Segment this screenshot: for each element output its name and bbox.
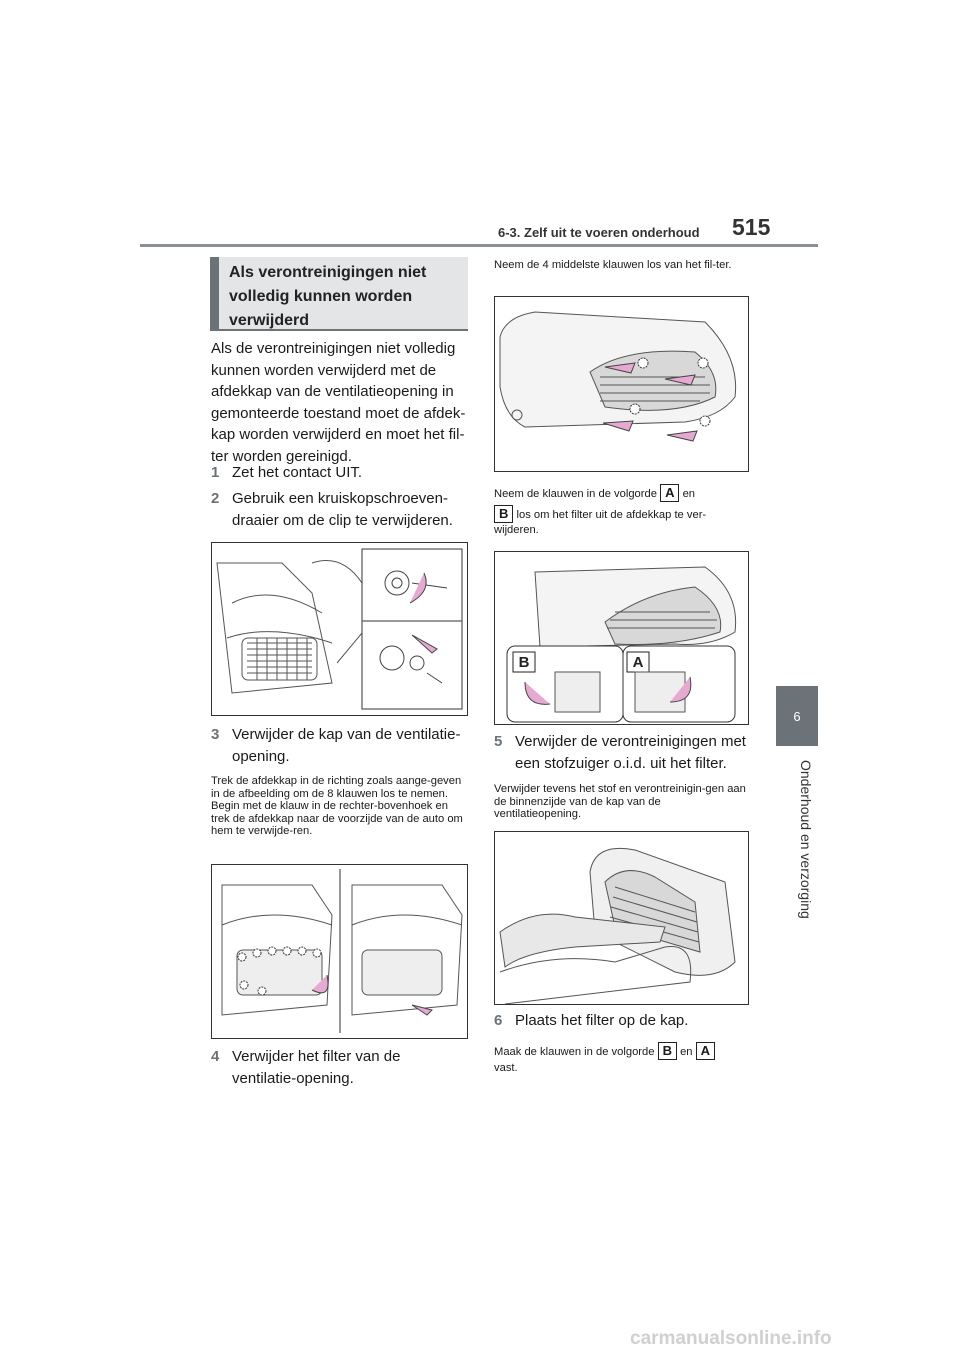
filter-removal-illustration: B A	[506, 566, 737, 723]
step-number: 5	[494, 733, 503, 750]
note-text: Maak de klauwen in de volgorde	[494, 1046, 655, 1058]
header-rule	[140, 244, 818, 247]
clip-removal-illustration	[216, 548, 463, 710]
intro-paragraph: Als de verontreinigingen niet volledig k…	[211, 340, 466, 465]
note-claw-order: Neem de klauwen in de volgorde A en	[494, 484, 750, 502]
label-b: B	[657, 1042, 677, 1060]
step-text: Verwijder de kap van de ventilatie-openi…	[232, 726, 461, 765]
label-b: B	[519, 654, 530, 671]
step-text: Gebruik een kruiskopschroeven-draaier om…	[232, 490, 453, 529]
label-a: A	[633, 654, 644, 671]
figure-vacuum-filter	[494, 831, 749, 1005]
vacuum-filter-illustration	[499, 847, 736, 1005]
step-6: 6 Plaats het filter op de kap.	[494, 1010, 750, 1034]
section-heading: Als verontreinigingen niet volledig kunn…	[210, 257, 468, 329]
step-number: 4	[211, 1048, 220, 1065]
label-a: A	[660, 484, 680, 502]
step-4: 4 Verwijder het filter van de ventilatie…	[211, 1046, 469, 1092]
step-text: Zet het contact UIT.	[232, 464, 363, 481]
label-a: A	[695, 1042, 716, 1060]
note-refit-order: Maak de klauwen in de volgorde B en A	[494, 1042, 750, 1060]
step-text: Plaats het filter op de kap.	[515, 1012, 689, 1029]
section-title: 6-3. Zelf uit te voeren onderhoud	[498, 225, 700, 240]
step-number: 3	[211, 726, 220, 743]
chapter-title: Onderhoud en verzorging	[798, 760, 814, 919]
step-text: Verwijder het filter van de ventilatie-o…	[232, 1048, 401, 1087]
page-number: 515	[732, 214, 771, 240]
chapter-tab: 6	[776, 686, 818, 746]
step-number: 1	[211, 464, 220, 481]
watermark: carmanualsonline.info	[630, 1328, 832, 1349]
note-refit-order-end: vast.	[494, 1062, 518, 1074]
step-3-note: Trek de afdekkap in de richting zoals aa…	[211, 775, 463, 837]
note-text: los om het filter uit de afdekkap te ver…	[494, 509, 707, 536]
step-3: 3 Verwijder de kap van de ventilatie-ope…	[211, 724, 469, 770]
note-text: en	[680, 1046, 693, 1058]
label-b: B	[494, 505, 514, 523]
step-text: Verwijder de verontreinigingen met een s…	[515, 733, 746, 772]
step-1: 1 Zet het contact UIT.	[211, 462, 469, 486]
step-number: 2	[211, 490, 220, 507]
filter-claws-illustration	[499, 311, 737, 442]
heading-rule	[210, 329, 468, 331]
figure-clip-removal	[211, 542, 468, 716]
figure-cover-removal	[211, 864, 468, 1039]
step-number: 6	[494, 1012, 503, 1029]
cover-removal-illustration	[221, 869, 463, 1033]
step-2: 2 Gebruik een kruiskopschroeven-draaier …	[211, 488, 469, 534]
step-5: 5 Verwijder de verontreinigingen met een…	[494, 731, 750, 777]
step-5-note: Verwijder tevens het stof en verontreini…	[494, 783, 746, 820]
note-claw-order-cont: B los om het filter uit de afdekkap te v…	[494, 505, 750, 537]
note-middle-claws: Neem de 4 middelste klauwen los van het …	[494, 259, 732, 271]
figure-filter-claws	[494, 296, 749, 472]
note-text: en	[682, 488, 696, 500]
figure-filter-removal: B A	[494, 551, 749, 725]
note-text: Neem de klauwen in de volgorde	[494, 488, 657, 500]
